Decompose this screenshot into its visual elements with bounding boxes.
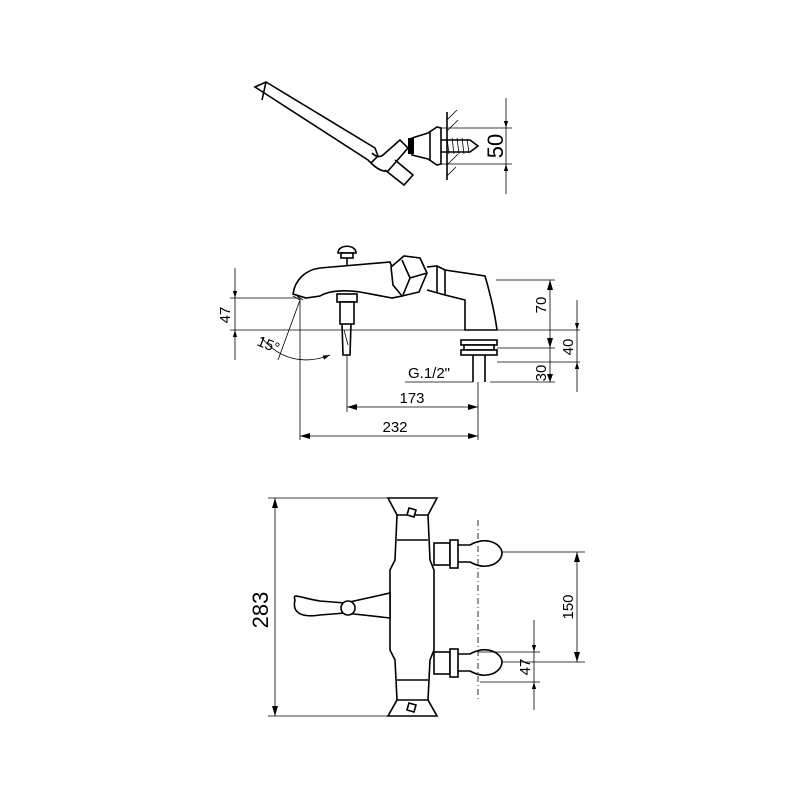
inlet-nut bbox=[460, 339, 498, 382]
mixer-column bbox=[386, 497, 439, 717]
dim-angle-label: 15° bbox=[255, 333, 282, 357]
front-view: 283 150 47 bbox=[248, 497, 585, 717]
body-arm bbox=[426, 265, 498, 331]
dim-47-side-label: 47 bbox=[217, 307, 234, 324]
dim-40-label: 40 bbox=[560, 339, 577, 356]
dim-50-label: 50 bbox=[483, 134, 508, 158]
dim-150-label: 150 bbox=[560, 594, 577, 619]
hand-shower-handle bbox=[253, 81, 379, 165]
wall-hatching bbox=[446, 109, 459, 177]
bottom-marker bbox=[406, 702, 417, 713]
wall-bracket bbox=[411, 126, 442, 166]
thread-label: G.1/2" bbox=[408, 365, 450, 382]
top-marker bbox=[406, 507, 417, 518]
hose-outlet bbox=[336, 293, 358, 356]
spout bbox=[292, 261, 406, 299]
dim-173-label: 173 bbox=[399, 390, 424, 407]
dim-232-label: 232 bbox=[382, 419, 407, 436]
dim-30-label: 30 bbox=[533, 365, 550, 382]
dim-47-front-label: 47 bbox=[517, 659, 534, 676]
dim-283-label: 283 bbox=[248, 592, 273, 629]
screw-icon bbox=[408, 137, 480, 155]
hose-connector bbox=[384, 159, 415, 187]
diverter-knob bbox=[337, 245, 357, 266]
dim-70-label: 70 bbox=[533, 297, 550, 314]
hand-shower-view: 50 bbox=[253, 81, 512, 194]
lower-inlet bbox=[433, 648, 503, 678]
hose-elbow bbox=[370, 138, 410, 172]
upper-inlet bbox=[433, 539, 503, 569]
diverter-circle bbox=[340, 600, 356, 616]
side-view: 47 70 40 30 15° G.1/2" 173 bbox=[217, 245, 580, 440]
